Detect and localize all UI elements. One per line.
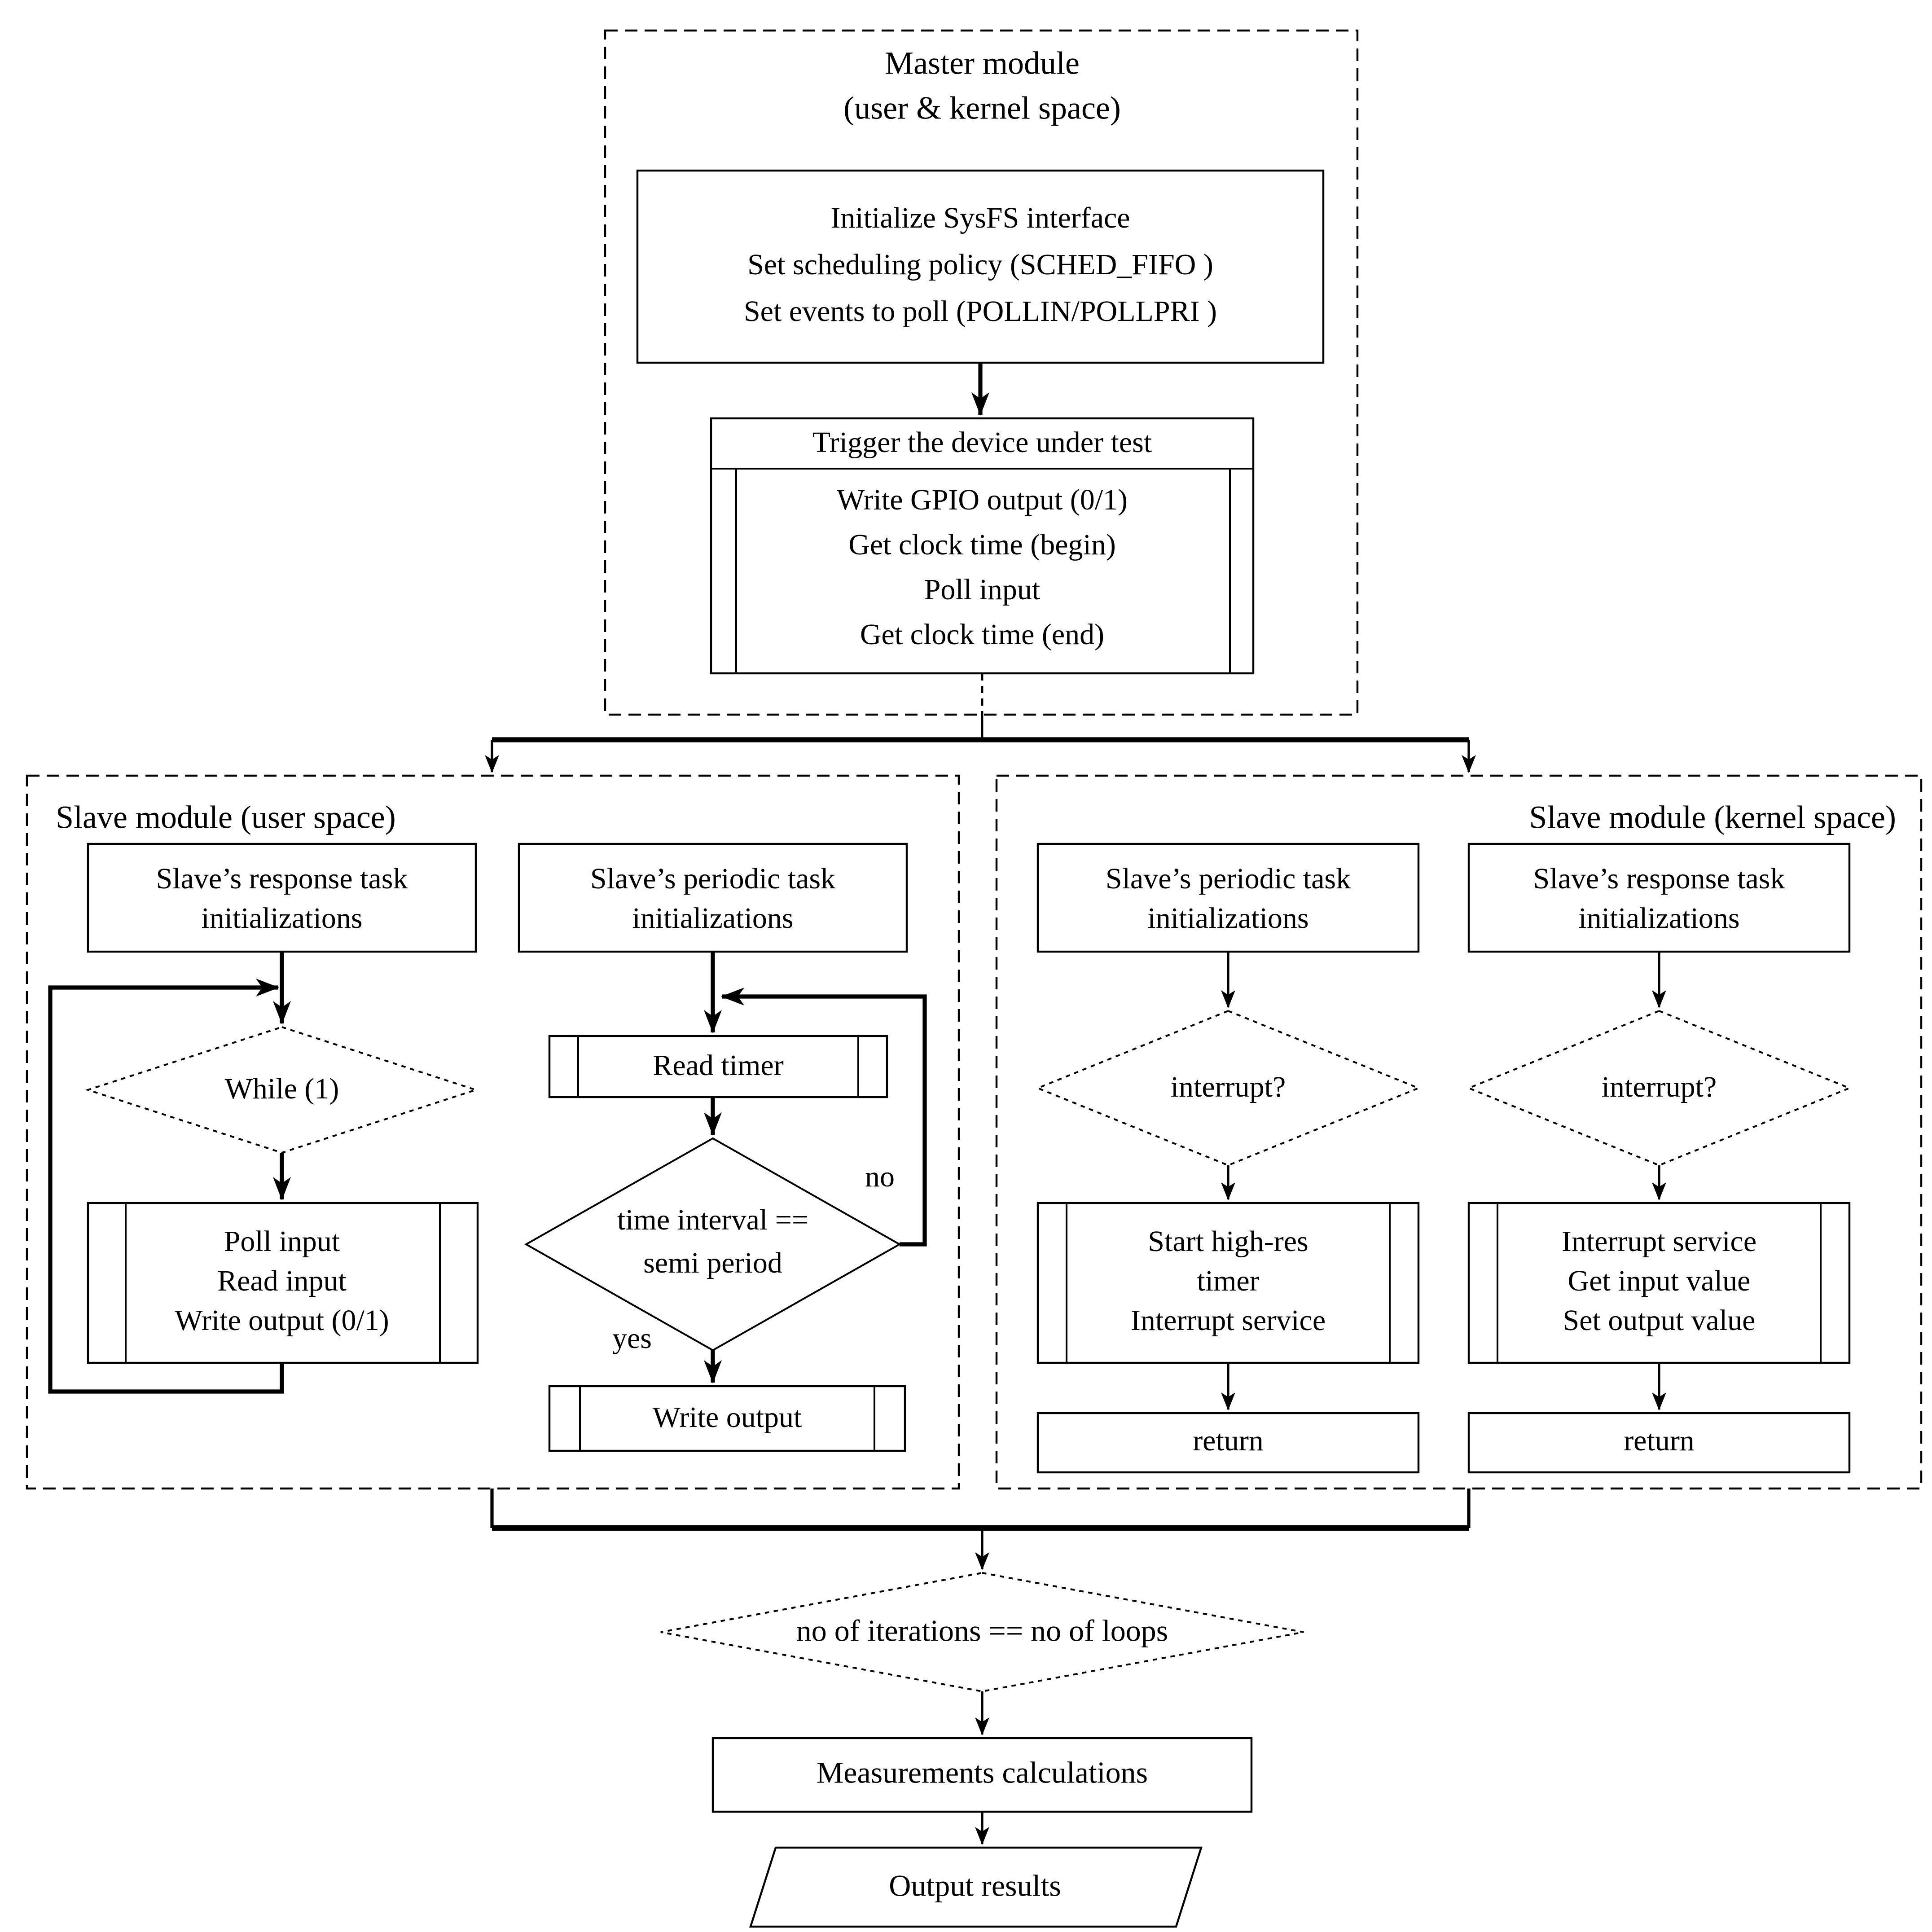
slave-kernel-module: Slave module (kernel space) Slave’s peri… (995, 774, 1923, 1490)
response-init-box-user (87, 843, 477, 953)
read-timer-box (548, 1035, 888, 1098)
trigger-line-4: Get clock time (end) (860, 618, 1104, 651)
trigger-line-3: Poll input (924, 573, 1041, 606)
master-module-border (604, 29, 1359, 716)
write-output-box (548, 1385, 906, 1452)
return-periodic-label: return (1193, 1424, 1264, 1457)
slave-user-border (26, 774, 960, 1490)
read-timer-label: Read timer (653, 1049, 783, 1082)
split-connector (485, 673, 1476, 773)
slave-kernel-border (995, 774, 1923, 1490)
trigger-box (710, 417, 1255, 675)
return-box-response (1467, 1412, 1851, 1474)
poll-box (87, 1202, 479, 1364)
slave-kernel-title: Slave module (kernel space) (1529, 799, 1896, 835)
write-output-label: Write output (653, 1401, 802, 1434)
sysfs-init-line-3: Set events to poll (POLLIN/POLLPRI ) (744, 295, 1217, 328)
no-branch-loop-line (721, 988, 927, 1247)
iterations-diamond (660, 1572, 1304, 1693)
measurements-box (711, 1737, 1253, 1813)
trigger-header: Trigger the device under test (812, 426, 1152, 459)
hrtimer-line-3: Interrupt service (1131, 1304, 1326, 1337)
poll-box-line-2: Read input (217, 1265, 347, 1297)
periodic-init-box-kernel (1036, 843, 1420, 953)
isr-box (1467, 1202, 1851, 1364)
master-subtitle: (user & kernel space) (843, 90, 1121, 126)
slave-user-title: Slave module (user space) (56, 799, 396, 835)
master-title: Master module (885, 45, 1080, 81)
while-label: While (1) (225, 1072, 339, 1105)
hrtimer-line-1: Start high-res (1148, 1225, 1308, 1258)
bottom-flow: no of iterations == no of loops Measurem… (490, 1489, 1471, 1928)
trigger-line-2: Get clock time (begin) (848, 528, 1116, 561)
poll-box-line-1: Poll input (224, 1225, 340, 1258)
yes-label: yes (612, 1322, 652, 1355)
interrupt-diamond-periodic (1035, 1010, 1421, 1167)
hrtimer-line-2: timer (1197, 1265, 1259, 1297)
measurements-label: Measurements calculations (817, 1756, 1148, 1790)
periodic-init-user-line-1: Slave’s periodic task (590, 862, 835, 895)
slave-user-module: Slave module (user space) Slave’s respon… (26, 774, 960, 1490)
response-init-kernel-line-1: Slave’s response task (1533, 862, 1785, 895)
return-box-periodic (1036, 1412, 1420, 1474)
response-init-user-line-2: initializations (201, 902, 362, 935)
isr-line-3: Set output value (1563, 1304, 1756, 1337)
periodic-init-box-user (518, 843, 908, 953)
periodic-init-kernel-line-2: initializations (1147, 902, 1308, 935)
trigger-line-1: Write GPIO output (0/1) (837, 483, 1128, 516)
response-init-user-line-1: Slave’s response task (156, 862, 408, 895)
response-init-box-kernel (1467, 843, 1851, 953)
isr-line-1: Interrupt service (1562, 1225, 1756, 1258)
interrupt-periodic-label: interrupt? (1171, 1071, 1286, 1103)
output-results-label: Output results (889, 1869, 1061, 1903)
return-response-label: return (1624, 1424, 1695, 1457)
sysfs-init-box (636, 169, 1325, 364)
master-module: Master module (user & kernel space) Init… (604, 29, 1359, 716)
periodic-init-kernel-line-1: Slave’s periodic task (1106, 862, 1351, 895)
periodic-init-user-line-2: initializations (632, 902, 793, 935)
iterations-label: no of iterations == no of loops (796, 1614, 1168, 1648)
hrtimer-box (1036, 1202, 1420, 1364)
interrupt-diamond-response (1466, 1010, 1852, 1167)
response-init-kernel-line-2: initializations (1578, 902, 1739, 935)
no-label: no (865, 1160, 895, 1193)
interval-diamond-line-2: semi period (643, 1247, 782, 1279)
isr-line-2: Get input value (1568, 1265, 1751, 1297)
poll-box-line-3: Write output (0/1) (175, 1304, 389, 1337)
sysfs-init-line-1: Initialize SysFS interface (830, 202, 1130, 234)
interrupt-response-label: interrupt? (1602, 1071, 1717, 1103)
interval-diamond-line-1: time interval == (617, 1203, 808, 1236)
sysfs-init-line-2: Set scheduling policy (SCHED_FIFO ) (747, 248, 1213, 281)
while-loop-line (48, 979, 284, 1394)
output-results-parallelogram (749, 1846, 1203, 1928)
